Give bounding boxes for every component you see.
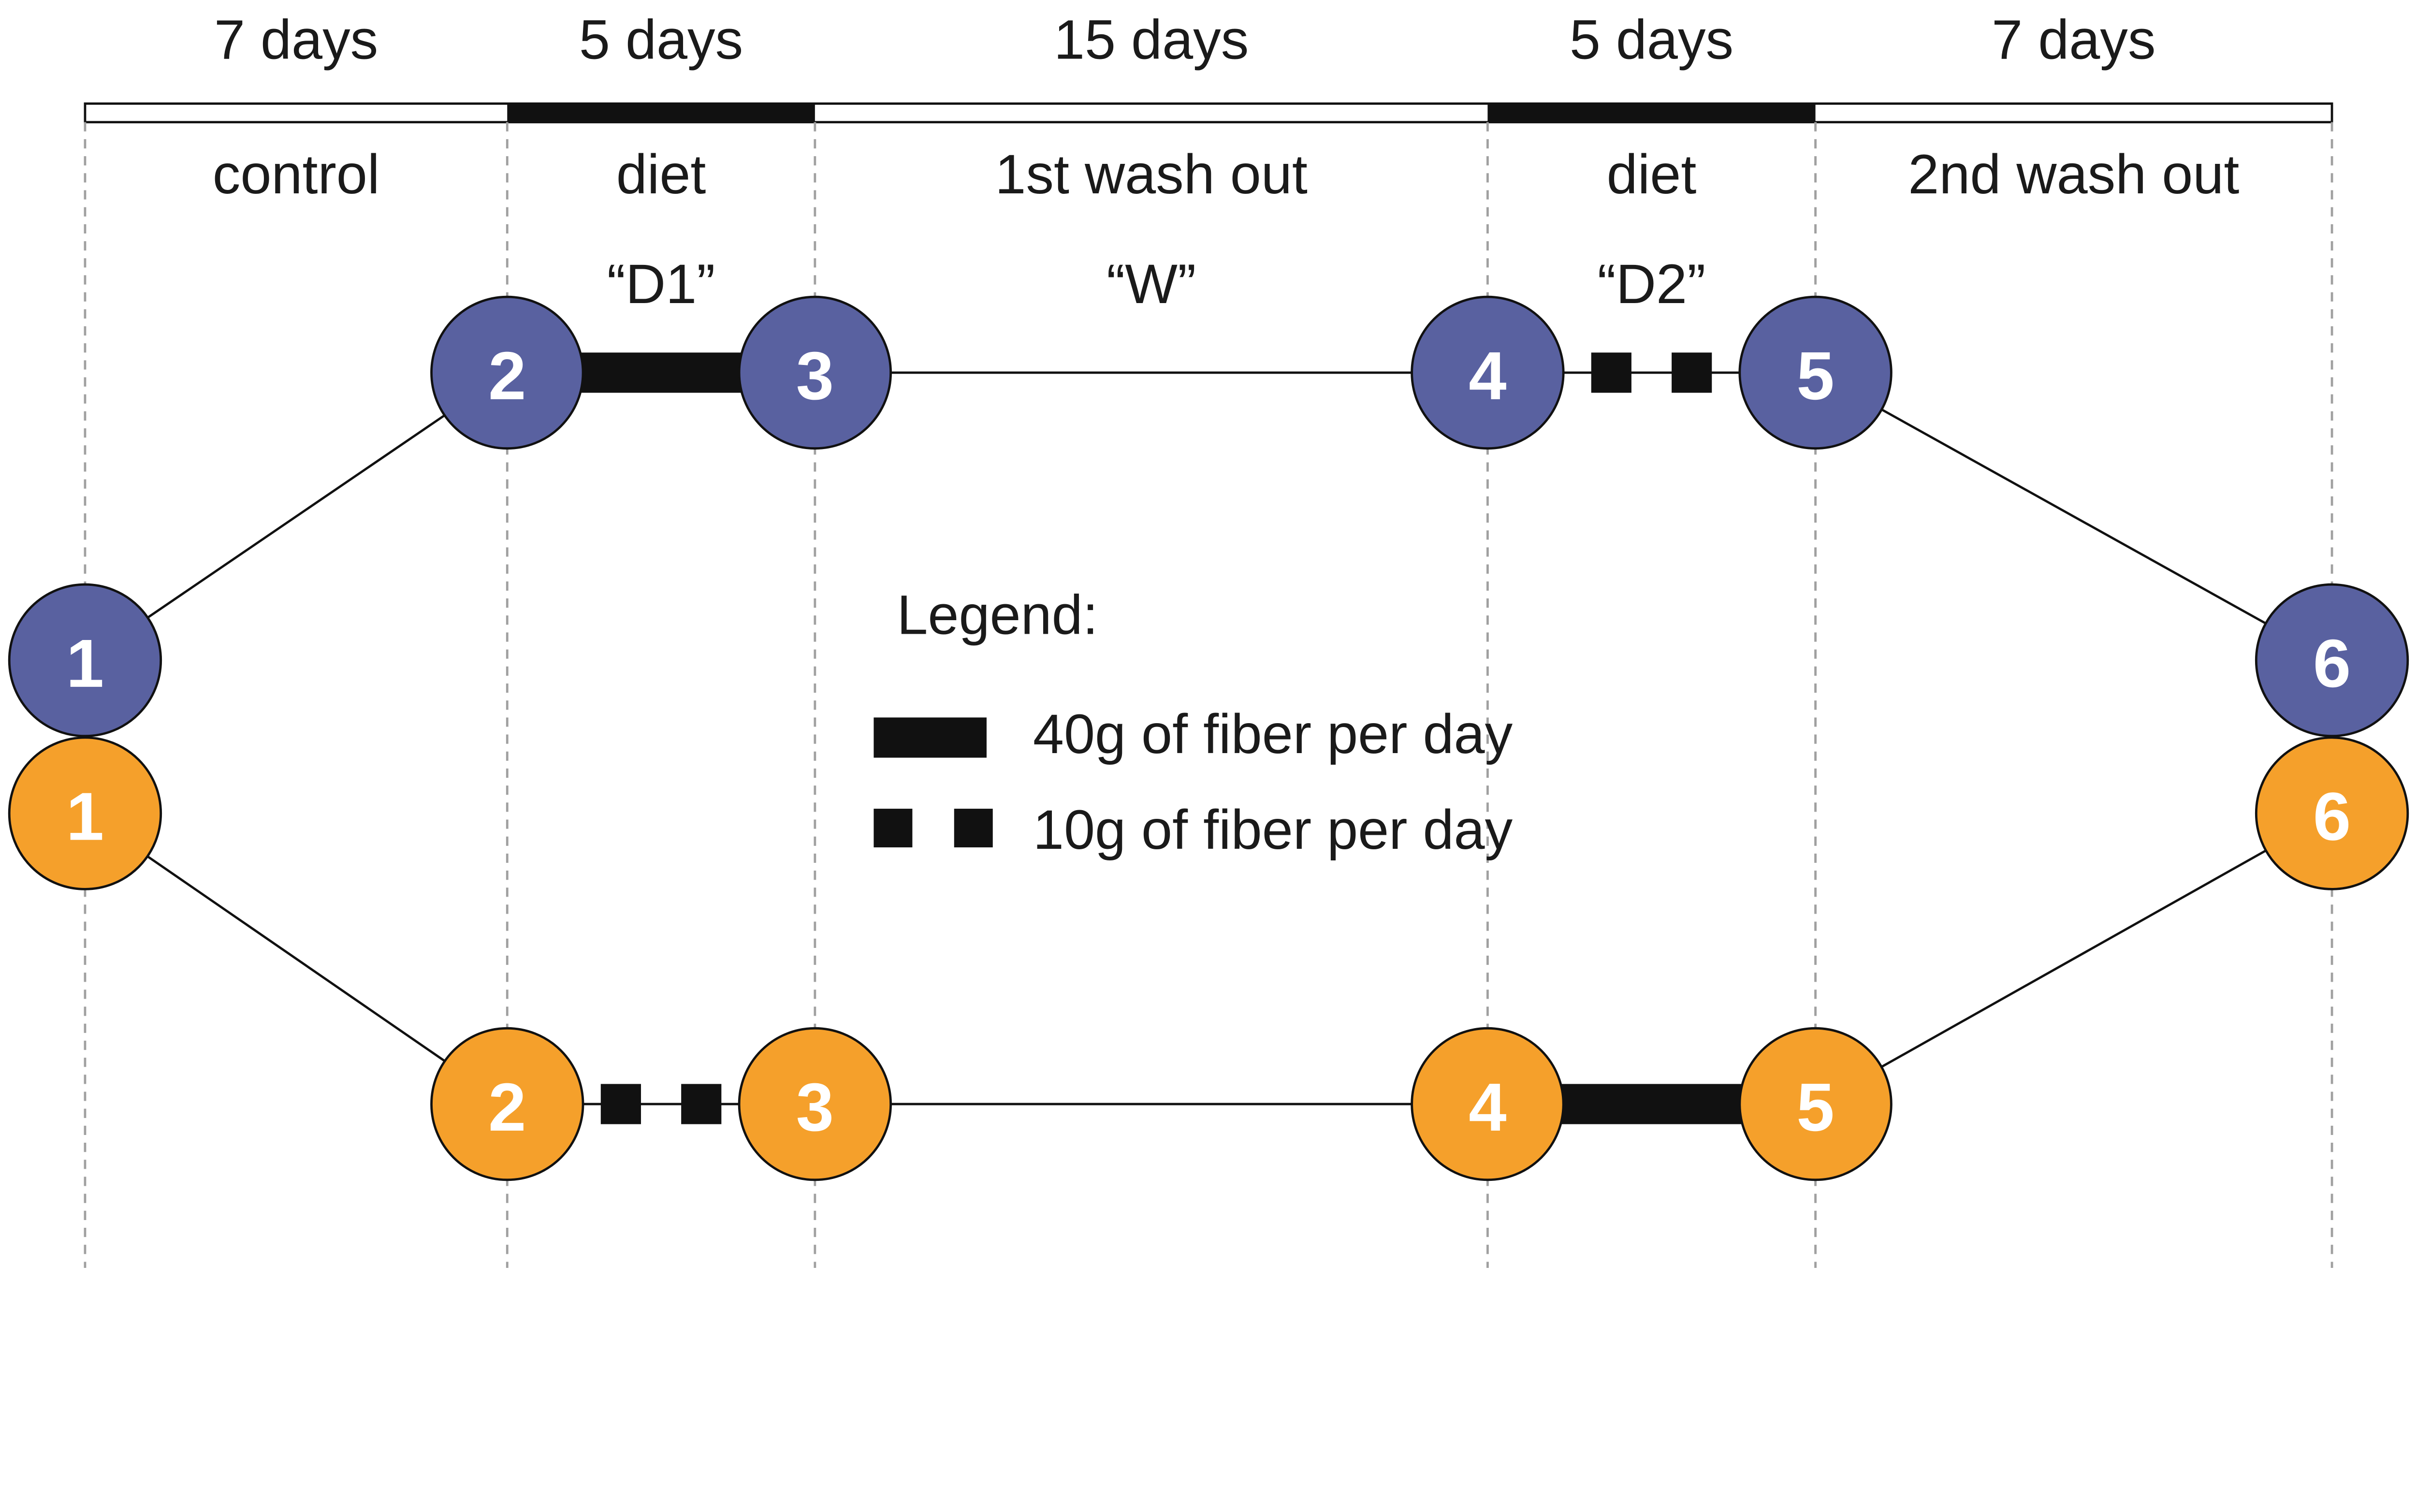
timeline-link <box>1815 812 2333 1105</box>
timeline-link <box>84 812 508 1105</box>
sample-point-number: 1 <box>66 625 104 701</box>
phase-duration: 7 days <box>1992 9 2155 71</box>
sample-point-circle <box>430 295 584 450</box>
phase-duration: 5 days <box>579 9 743 71</box>
sample-point-number: 2 <box>488 1069 526 1145</box>
sample-point-circle <box>738 295 892 450</box>
phase-name: diet <box>616 144 706 205</box>
sample-point-number: 6 <box>2313 779 2351 855</box>
diet-period-bar <box>1487 103 1816 122</box>
sample-point-circle <box>8 736 162 890</box>
phase-code: “D2” <box>1598 253 1706 315</box>
phase-name: diet <box>1607 144 1697 205</box>
sample-point-number: 4 <box>1469 1069 1506 1145</box>
fiber-10g-square <box>600 1084 641 1124</box>
legend: Legend: 40g of fiber per day 10g of fibe… <box>874 584 1513 861</box>
node-layer: 1 2 3 4 5 6 1 2 3 4 5 6 <box>8 295 2409 1181</box>
legend-item-10g: 10g of fiber per day <box>1033 799 1513 861</box>
sample-point-circle <box>8 583 162 738</box>
phase-layer: 7 days control 5 days diet “D1” 15 days 1st wa… <box>84 9 2333 1268</box>
legend-title: Legend: <box>897 584 1098 646</box>
sample-point-number: 5 <box>1796 1069 1834 1145</box>
sample-point-circle <box>1411 1027 1565 1181</box>
sample-point-circle <box>1738 295 1893 450</box>
phase-code: “W” <box>1107 253 1196 315</box>
legend-square-swatch <box>874 809 913 848</box>
timeline-link <box>84 371 508 661</box>
sample-point-number: 3 <box>796 338 834 414</box>
sample-point-circle <box>1411 295 1565 450</box>
legend-square-swatch <box>954 809 993 848</box>
sample-point-circle <box>2255 583 2409 738</box>
sample-point-number: 2 <box>488 338 526 414</box>
sample-point-number: 6 <box>2313 625 2351 701</box>
phase-name: control <box>213 144 380 205</box>
fiber-10g-square <box>681 1084 722 1124</box>
legend-item-40g: 40g of fiber per day <box>1033 703 1513 765</box>
sample-point-number: 3 <box>796 1069 834 1145</box>
timeline-bar <box>84 102 2333 124</box>
timeline-link <box>1815 371 2333 662</box>
phase-name: 1st wash out <box>995 144 1308 205</box>
sample-point-number: 1 <box>66 779 104 855</box>
phase-code: “D1” <box>607 253 715 315</box>
phase-duration: 15 days <box>1054 9 1249 71</box>
diet-period-bar <box>507 103 815 122</box>
sample-point-circle <box>1738 1027 1893 1181</box>
sample-point-circle <box>430 1027 584 1181</box>
phase-duration: 5 days <box>1570 9 1733 71</box>
sample-point-circle <box>738 1027 892 1181</box>
phase-duration: 7 days <box>214 9 378 71</box>
sample-point-circle <box>2255 736 2409 890</box>
phase-name: 2nd wash out <box>1908 144 2239 205</box>
sample-point-number: 5 <box>1796 338 1834 414</box>
fiber-10g-square <box>1591 352 1631 393</box>
sample-point-number: 4 <box>1469 338 1506 414</box>
fiber-10g-square <box>1672 352 1712 393</box>
legend-thick-line-swatch <box>874 717 987 758</box>
